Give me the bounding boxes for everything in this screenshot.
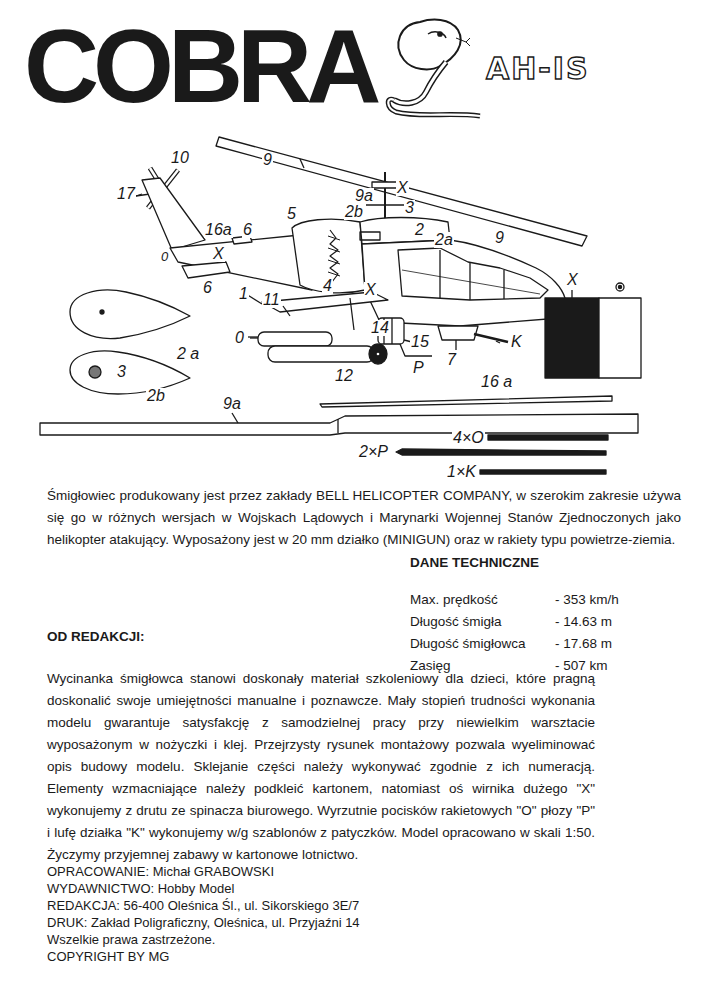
part-label: 2×P: [358, 444, 389, 460]
table-cell: Max. prędkość: [410, 592, 498, 608]
callout-number: 4: [322, 278, 333, 294]
part-label: 2b: [146, 388, 166, 404]
part-label: 9a: [222, 396, 242, 412]
title: COBRA: [24, 14, 375, 118]
callout-number: K: [510, 334, 523, 350]
callout-number: 11: [262, 292, 281, 308]
table-cell: - 353 km/h: [555, 592, 619, 608]
table-cell: Długość śmigłowca: [410, 636, 526, 652]
table-cell: - 14.63 m: [555, 614, 612, 630]
callout-number: 9: [494, 230, 505, 246]
callout-number: X: [396, 180, 409, 196]
credit-line: DRUK: Zakład Poligraficzny, Oleśnica, ul…: [47, 916, 360, 931]
callout-number: 17: [116, 186, 136, 202]
callout-number: 9a: [354, 188, 374, 204]
callout-number: 12: [334, 368, 354, 384]
table-cell: Długość śmigła: [410, 614, 502, 630]
callout-number: 2a: [434, 232, 454, 248]
callout-number: 6: [242, 222, 253, 238]
table-cell: - 17.68 m: [555, 636, 612, 652]
callout-number: 14: [370, 320, 390, 336]
callout-number: 1: [238, 286, 249, 302]
part-label: 16 a: [480, 374, 513, 390]
credit-line: Wszelkie prawa zastrzeżone.: [47, 933, 215, 948]
callout-number: X: [566, 272, 579, 288]
part-label: 3: [116, 364, 127, 380]
callout-number: 7: [446, 352, 457, 368]
part-label: 4×O: [452, 430, 485, 446]
callout-number: 5: [286, 206, 297, 222]
credit-line: REDAKCJA: 56-400 Oleśnica Śl., ul. Sikor…: [47, 899, 359, 914]
section-heading: DANE TECHNICZNE: [410, 555, 539, 571]
part-label: 2 a: [176, 346, 200, 362]
section-heading: OD REDAKCJI:: [47, 629, 145, 645]
callout-number: 10: [170, 150, 190, 166]
callout-number: 9: [262, 152, 273, 168]
credit-line: COPYRIGHT BY MG: [47, 950, 169, 965]
callout-number: X: [364, 282, 377, 298]
callout-number: 16a: [204, 222, 233, 238]
callout-number: 0: [160, 250, 169, 263]
credit-line: WYDAWNICTWO: Hobby Model: [47, 882, 234, 897]
callout-number: 6: [202, 280, 213, 296]
callout-number: 0: [234, 330, 245, 346]
paragraph: Śmigłowiec produkowany jest przez zakład…: [47, 485, 681, 551]
credit-line: OPRACOWANIE: Michał GRABOWSKI: [47, 865, 274, 880]
callout-number: 15: [410, 334, 430, 350]
callout-number: 2b: [344, 204, 364, 220]
callout-number: 3: [404, 200, 415, 216]
callout-number: 2: [414, 222, 425, 238]
model-designation: AH-IS: [486, 52, 590, 87]
callout-number: X: [212, 246, 225, 262]
paragraph: Wycinanka śmigłowca stanowi doskonały ma…: [47, 668, 595, 866]
part-label: 1×K: [446, 464, 477, 480]
callout-number: P: [412, 360, 425, 376]
